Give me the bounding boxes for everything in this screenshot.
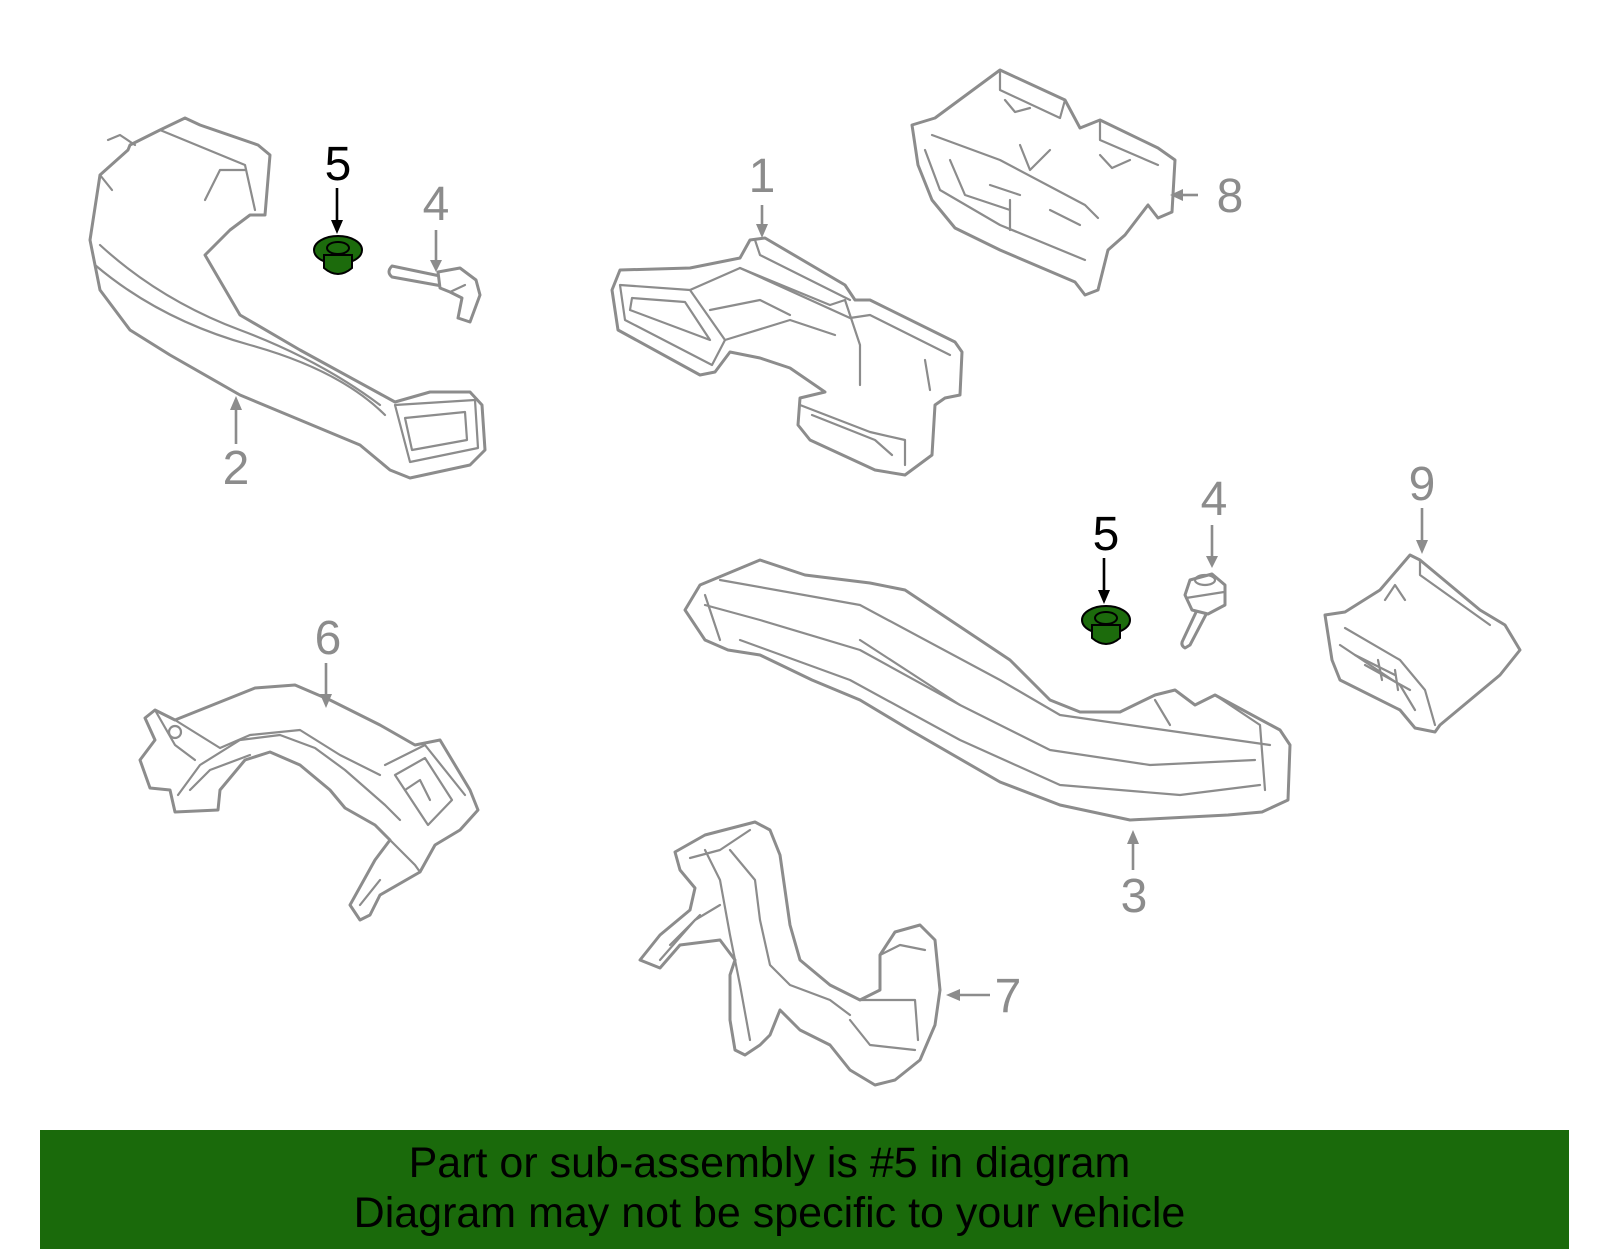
leader-1-head: [756, 224, 768, 238]
callout-7: 7: [995, 970, 1022, 1023]
callout-5b: 5: [1093, 508, 1120, 561]
part-2-duct: [88, 116, 487, 480]
part-6-duct: [138, 683, 480, 922]
leader-4b-head: [1206, 556, 1218, 568]
banner-line-2: Diagram may not be specific to your vehi…: [353, 1189, 1186, 1237]
callout-4b: 4: [1201, 473, 1228, 526]
callout-8: 8: [1217, 170, 1244, 223]
callout-5a: 5: [325, 138, 352, 191]
callout-4a: 4: [423, 178, 450, 231]
info-banner: Part or sub-assembly is #5 in diagram Di…: [40, 1130, 1569, 1249]
part-4-bolt-top: [387, 264, 482, 324]
part-8-vent: [910, 68, 1177, 297]
part-4-pin-bottom: [1180, 572, 1227, 650]
leader-5b-head: [1098, 590, 1110, 604]
part-5-nut-top: [313, 235, 363, 275]
leader-5a-head: [331, 220, 343, 234]
part-5-nut-bottom: [1081, 605, 1131, 645]
leader-3-head: [1127, 830, 1139, 844]
callout-2: 2: [223, 442, 250, 495]
leader-4a-head: [430, 260, 442, 272]
banner-line-1: Part or sub-assembly is #5 in diagram: [408, 1139, 1131, 1187]
part-1-duct: [610, 236, 964, 477]
callout-9: 9: [1409, 458, 1436, 511]
leader-8-head: [1170, 189, 1183, 201]
leader-6-head: [320, 694, 332, 708]
leader-2-head: [230, 396, 242, 410]
part-3-duct: [683, 558, 1292, 822]
callout-6: 6: [315, 612, 342, 665]
leader-9-head: [1416, 540, 1428, 554]
part-7-duct: [638, 820, 942, 1087]
part-9-vent: [1323, 553, 1522, 734]
callout-1: 1: [749, 150, 776, 203]
leader-7-head: [946, 989, 960, 1001]
callout-3: 3: [1121, 870, 1148, 923]
